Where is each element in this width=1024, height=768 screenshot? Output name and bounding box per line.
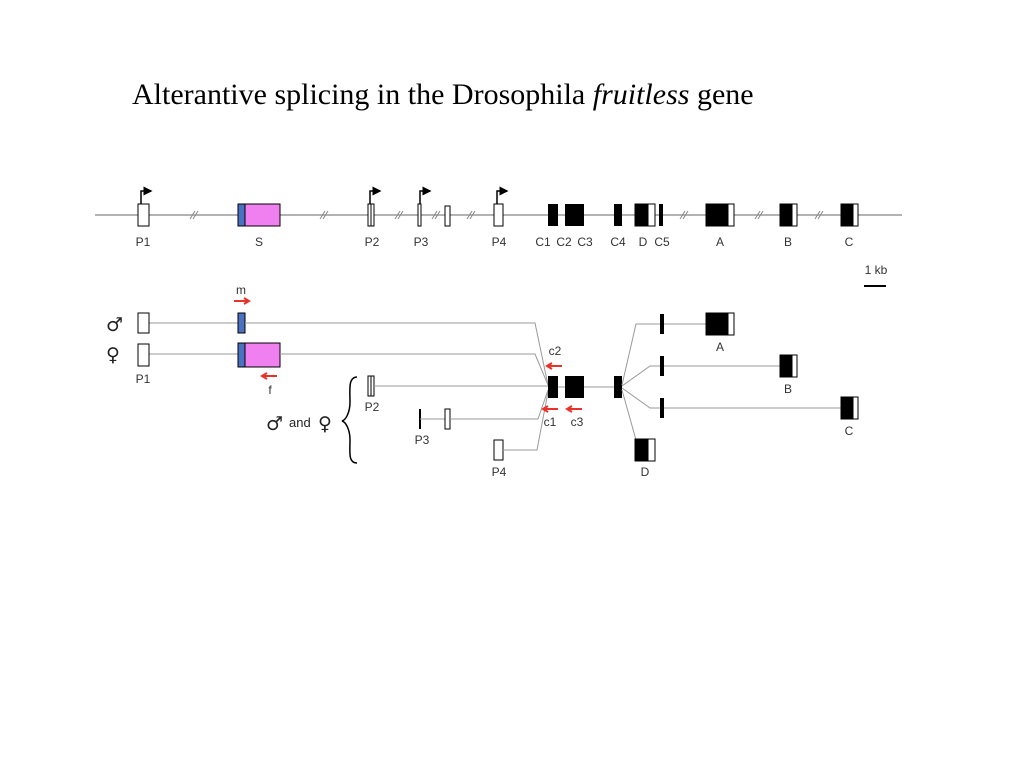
curly-brace <box>341 376 358 464</box>
label-d: D <box>639 235 648 249</box>
splice-line-a <box>621 323 706 386</box>
splice-line-b <box>621 365 780 387</box>
label-c2: C2 <box>556 235 572 249</box>
common-exon-c2-c3 <box>565 376 584 398</box>
axis-break <box>466 210 476 220</box>
label-p3: P3 <box>414 235 429 249</box>
c5-mark-b <box>660 356 664 376</box>
primer-f-label: f <box>268 383 272 397</box>
exon-c2-c3 <box>565 204 584 226</box>
axis-break <box>319 210 329 220</box>
female-symbol: ♀ <box>106 344 120 366</box>
exon-b-utr <box>791 203 798 227</box>
male-exon-p1 <box>137 312 150 334</box>
gene-map: P1 S P2 P3 P4 C1 C2 C3 C4 D C5 A B C 1 k… <box>95 186 902 287</box>
label-c: C <box>845 235 854 249</box>
male-exon-s <box>237 312 246 334</box>
p3-exon-b <box>444 408 451 430</box>
primer-f-arrow <box>260 372 277 380</box>
exon-a-utr <box>727 203 735 227</box>
exon-p1 <box>137 203 150 227</box>
primer-c2-arrow <box>545 362 562 370</box>
end-label-b: B <box>784 382 792 396</box>
and-label: and <box>289 415 311 430</box>
title-suffix: gene <box>689 78 754 111</box>
p4-transcript-line <box>503 391 549 451</box>
female-transcript-line-2 <box>280 353 549 386</box>
male-symbol-both: ♂ <box>266 413 283 435</box>
promoter-arrow-p4 <box>496 186 509 204</box>
label-c3: C3 <box>577 235 593 249</box>
exon-p4 <box>493 203 504 227</box>
end-label-a: A <box>716 340 724 354</box>
label-p2: P2 <box>365 235 380 249</box>
label-c4: C4 <box>610 235 626 249</box>
splice-line-c <box>621 387 841 409</box>
primer-c2-label: c2 <box>549 344 562 358</box>
label-p1: P1 <box>136 235 151 249</box>
male-transcript-line-2 <box>245 322 549 386</box>
female-symbol-both: ♀ <box>318 413 332 435</box>
axis-break-marks <box>189 210 824 220</box>
p2-bottom-label: P2 <box>365 400 380 414</box>
primer-m-label: m <box>236 283 246 297</box>
axis-break <box>679 210 689 220</box>
label-b: B <box>784 235 792 249</box>
label-s: S <box>255 235 263 249</box>
primer-c3-arrow <box>565 405 582 413</box>
slide-title: Alterantive splicing in the Drosophila f… <box>132 78 754 112</box>
axis-break <box>814 210 824 220</box>
end-label-d: D <box>641 465 650 479</box>
label-c5: C5 <box>654 235 670 249</box>
label-a: A <box>716 235 724 249</box>
axis-break <box>431 210 441 220</box>
p3-bottom-label: P3 <box>415 433 430 447</box>
exon-p3b <box>444 205 451 227</box>
exon-s-male-part <box>237 203 246 227</box>
alt-splice-lines <box>621 323 841 441</box>
axis-break <box>189 210 199 220</box>
end-exon-b-utr <box>791 354 798 378</box>
promoter-arrow-p3 <box>419 186 432 204</box>
male-symbol: ♂ <box>106 314 123 336</box>
primer-c3-label: c3 <box>571 415 584 429</box>
transcripts: ♂ ♀ m P1 f ♂ and ♀ P2 P3 <box>106 283 859 479</box>
promoter-arrows <box>140 186 509 204</box>
end-exon-c-utr <box>852 396 859 420</box>
axis-break <box>754 210 764 220</box>
p3-transcript-line-2 <box>450 389 549 420</box>
primer-m-arrow <box>234 297 251 305</box>
c5-mark-a <box>660 314 664 334</box>
exon-p3a <box>417 203 422 227</box>
female-exon-p1 <box>137 343 150 367</box>
scale-bar-label: 1 kb <box>865 263 888 277</box>
common-exon-c1 <box>548 376 558 398</box>
title-prefix: Alterantive splicing in the Drosophila <box>132 78 593 111</box>
c5-mark-c <box>660 398 664 418</box>
title-gene-name: fruitless <box>592 78 690 111</box>
splice-line-d <box>621 389 637 441</box>
female-exon-s-blue <box>237 342 246 368</box>
exon-c5 <box>659 204 663 226</box>
p4-exon <box>493 439 504 461</box>
promoter-arrow-p1 <box>140 186 153 204</box>
common-exon-c4 <box>614 376 622 398</box>
end-exon-d-utr <box>647 438 656 462</box>
primer-c1-arrow <box>541 405 558 413</box>
primer-c1-label: c1 <box>544 415 557 429</box>
promoter-arrow-p2 <box>369 186 382 204</box>
end-exon-a-utr <box>727 312 735 336</box>
label-p4: P4 <box>492 235 507 249</box>
axis-break <box>394 210 404 220</box>
p1-bottom-label: P1 <box>136 372 151 386</box>
exon-d-utr <box>647 203 656 227</box>
exon-c1 <box>548 204 558 226</box>
end-label-c: C <box>845 424 854 438</box>
label-c1: C1 <box>535 235 551 249</box>
exon-c-utr <box>852 203 859 227</box>
exon-c4 <box>614 204 622 226</box>
p4-bottom-label: P4 <box>492 465 507 479</box>
